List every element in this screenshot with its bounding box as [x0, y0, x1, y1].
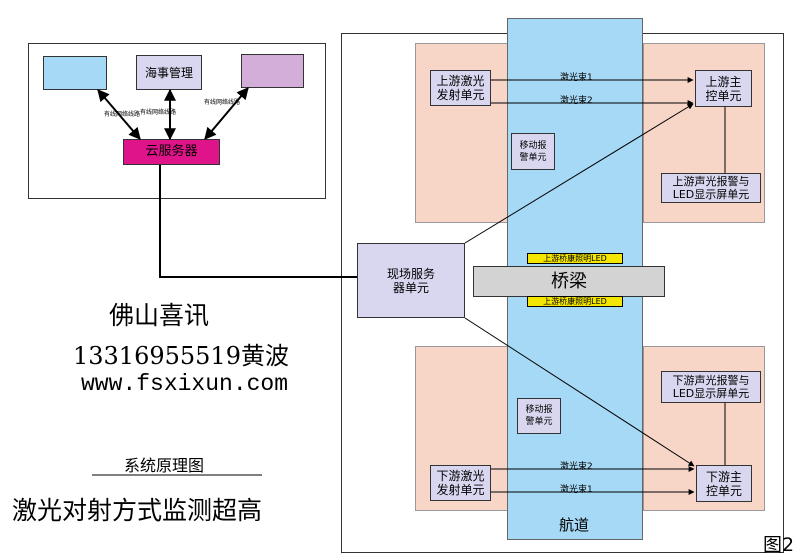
cloud-panel	[28, 43, 326, 199]
diagram-description: 激光对射方式监测超高	[12, 496, 263, 525]
downstream-transmitter-label: 下游激光 发射单元	[436, 469, 485, 497]
site-server-to-upstream-controller	[464, 103, 694, 244]
monitor-box-right	[241, 54, 304, 88]
downstream-laser-transmitter: 下游激光 发射单元	[430, 465, 491, 501]
website: www.fsxixun.com	[81, 371, 289, 397]
bridge-label: 桥梁	[551, 270, 587, 292]
link-arrow-left	[97, 89, 141, 140]
diagram-title: 系统原理图	[124, 456, 205, 475]
cloud-to-site-cable	[159, 165, 357, 278]
waterway-label: 航道	[559, 516, 590, 534]
downstream-alarm-led-label: 下游声光报警与 LED显示屏单元	[672, 374, 750, 400]
cloud-server: 云服务器	[123, 139, 220, 165]
maritime-label: 海事管理	[144, 65, 193, 80]
mobile-alarm-unit-bottom: 移动报 警单元	[517, 398, 561, 434]
beam-label-upstream-2: 激光束2	[560, 96, 593, 106]
upstream-laser-transmitter: 上游激光 发射单元	[430, 70, 491, 106]
bridge-light-bottom: 上游桥康照明LED	[527, 296, 623, 307]
beam-label-upstream-1: 激光束1	[560, 73, 593, 83]
beam-label-downstream-1: 激光束1	[560, 485, 593, 495]
upstream-alarm-led-unit: 上游声光报警与 LED显示屏单元	[661, 173, 761, 203]
downstream-controller: 下游主 控单元	[696, 465, 752, 502]
bridge-light-top: 上游桥康照明LED	[527, 253, 623, 264]
mobile-alarm-bottom-label: 移动报 警单元	[525, 405, 553, 427]
link-arrow-right	[204, 87, 249, 140]
beam-label-downstream-2: 激光束2	[560, 462, 593, 472]
site-server-unit: 现场服务 器单元	[357, 243, 465, 318]
figure-label: 图2	[763, 534, 795, 556]
upstream-alarm-led-label: 上游声光报警与 LED显示屏单元	[672, 175, 750, 201]
mobile-alarm-unit-top: 移动报 警单元	[511, 133, 555, 170]
contact-info: 13316955519黄波	[73, 342, 289, 370]
mobile-alarm-top-label: 移动报 警单元	[519, 140, 547, 163]
maritime-management: 海事管理	[136, 55, 202, 90]
site-server-to-downstream-controller	[464, 317, 695, 467]
upstream-controller-label: 上游主 控单元	[705, 74, 742, 103]
wired-link-label-middle: 有线网络线路	[140, 109, 177, 116]
cloud-server-label: 云服务器	[145, 144, 198, 159]
site-server-label: 现场服务 器单元	[386, 266, 435, 295]
upstream-controller: 上游主 控单元	[695, 70, 752, 107]
downstream-alarm-led-unit: 下游声光报警与 LED显示屏单元	[661, 371, 761, 403]
company-name: 佛山喜讯	[109, 301, 210, 330]
downstream-controller-label: 下游主 控单元	[705, 469, 742, 498]
monitor-box-left	[43, 56, 107, 90]
bridge-light-top-label: 上游桥康照明LED	[543, 253, 607, 263]
upstream-transmitter-label: 上游激光 发射单元	[436, 74, 485, 102]
bridge-light-bottom-label: 上游桥康照明LED	[543, 296, 607, 306]
